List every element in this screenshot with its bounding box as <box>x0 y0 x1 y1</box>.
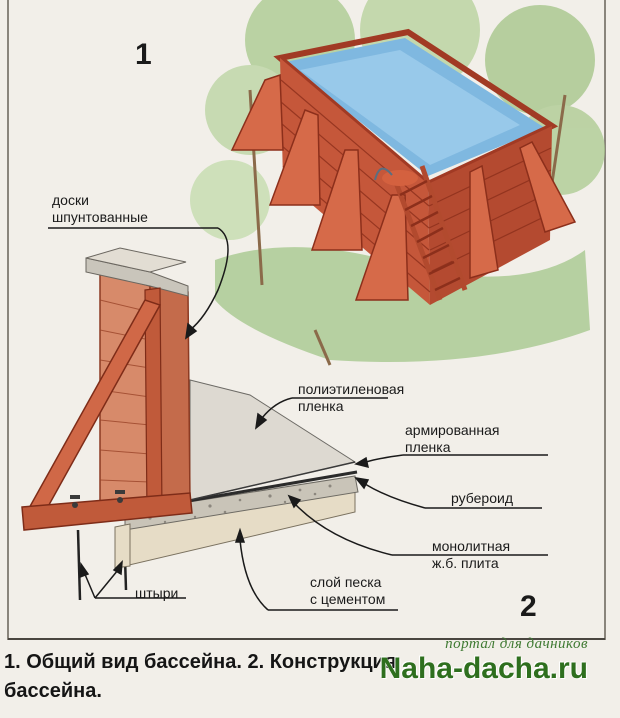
pool-general-view <box>190 0 605 366</box>
figure-number-2: 2 <box>520 590 537 623</box>
label-pins: штыри <box>135 585 179 601</box>
watermark-site-name: Naha-dacha.ru <box>379 652 588 685</box>
pool-braces <box>230 73 577 301</box>
pool-construction-section <box>21 247 359 601</box>
grass-ground <box>215 247 590 362</box>
site-watermark: портал для дачников Naha-dacha.ru <box>380 636 588 685</box>
figure-caption: 1. Общий вид бассейна. 2. Конструкция ба… <box>4 651 397 702</box>
watermark-tagline: портал для дачников <box>445 636 588 652</box>
leader-lines <box>48 227 548 611</box>
label-ruberoid: рубероид <box>451 490 513 506</box>
ruberoid-layer <box>187 470 358 503</box>
beam-bolts <box>70 490 125 508</box>
figure-number-1: 1 <box>135 38 152 71</box>
bottom-beam <box>21 492 193 531</box>
pool-ladder <box>392 165 468 301</box>
